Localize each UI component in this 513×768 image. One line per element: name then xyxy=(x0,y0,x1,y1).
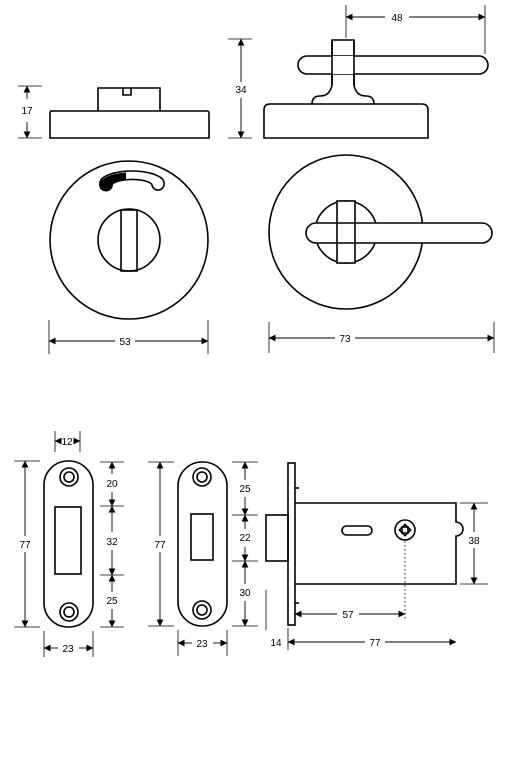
dim-label-turn-diameter: 53 xyxy=(119,337,131,348)
turn-release-side-view xyxy=(49,87,210,139)
dim-label-strike-height: 77 xyxy=(19,540,31,551)
dim-label-strike-seg-mid: 32 xyxy=(106,537,118,548)
dim-label-forend-seg-mid: 22 xyxy=(239,533,251,544)
dimension-latch-case-length: 77 xyxy=(287,628,457,650)
dimension-lever-length: 48 xyxy=(345,5,486,54)
dimension-lever-height: 34 xyxy=(228,38,252,139)
dim-label-latch-backset: 57 xyxy=(342,610,354,621)
dimension-latch-projection: 14 xyxy=(265,590,282,649)
dim-label-forend-height: 77 xyxy=(154,540,166,551)
dim-label-lever-height: 34 xyxy=(235,85,247,96)
lever-side-view xyxy=(263,39,489,139)
dimension-strike-height: 77 xyxy=(14,460,40,628)
dimension-forend-height: 77 xyxy=(148,461,174,627)
forend-plate xyxy=(177,461,228,627)
dim-label-strike-width: 23 xyxy=(62,644,74,655)
latch-body xyxy=(265,462,464,626)
turn-release-front-view xyxy=(49,160,209,320)
dimension-latch-height: 38 xyxy=(460,502,488,585)
dim-label-turn-height: 17 xyxy=(21,106,33,117)
dimension-lever-diameter: 73 xyxy=(268,322,495,353)
dim-label-lever-length: 48 xyxy=(391,13,403,24)
dim-label-forend-seg-bottom: 30 xyxy=(239,588,251,599)
dimension-turn-height: 17 xyxy=(18,85,42,139)
dim-label-strike-seg-bottom: 25 xyxy=(106,596,118,607)
dim-label-strike-seg-top: 20 xyxy=(106,479,118,490)
dimension-turn-diameter: 53 xyxy=(48,320,209,354)
dim-label-latch-projection: 14 xyxy=(270,638,282,649)
dim-label-strike-slot-width: 12 xyxy=(61,437,73,448)
dimension-strike-width: 23 xyxy=(43,631,94,657)
dim-label-latch-height: 38 xyxy=(468,536,480,547)
dim-label-lever-diameter: 73 xyxy=(339,334,351,345)
dim-label-latch-case-length: 77 xyxy=(369,638,381,649)
dim-label-forend-width: 23 xyxy=(196,639,208,650)
strike-plate xyxy=(43,460,94,628)
dimension-strike-segments: 20 32 25 xyxy=(100,461,124,628)
indicator-fill-icon xyxy=(99,172,126,191)
dim-label-forend-seg-top: 25 xyxy=(239,484,251,495)
dimension-forend-segments: 25 22 30 xyxy=(232,461,258,627)
dimension-latch-backset: 57 xyxy=(294,590,406,622)
dimension-strike-slot-width: 12 xyxy=(54,431,81,452)
dimension-forend-width: 23 xyxy=(177,630,228,656)
lever-front-view xyxy=(268,154,493,310)
